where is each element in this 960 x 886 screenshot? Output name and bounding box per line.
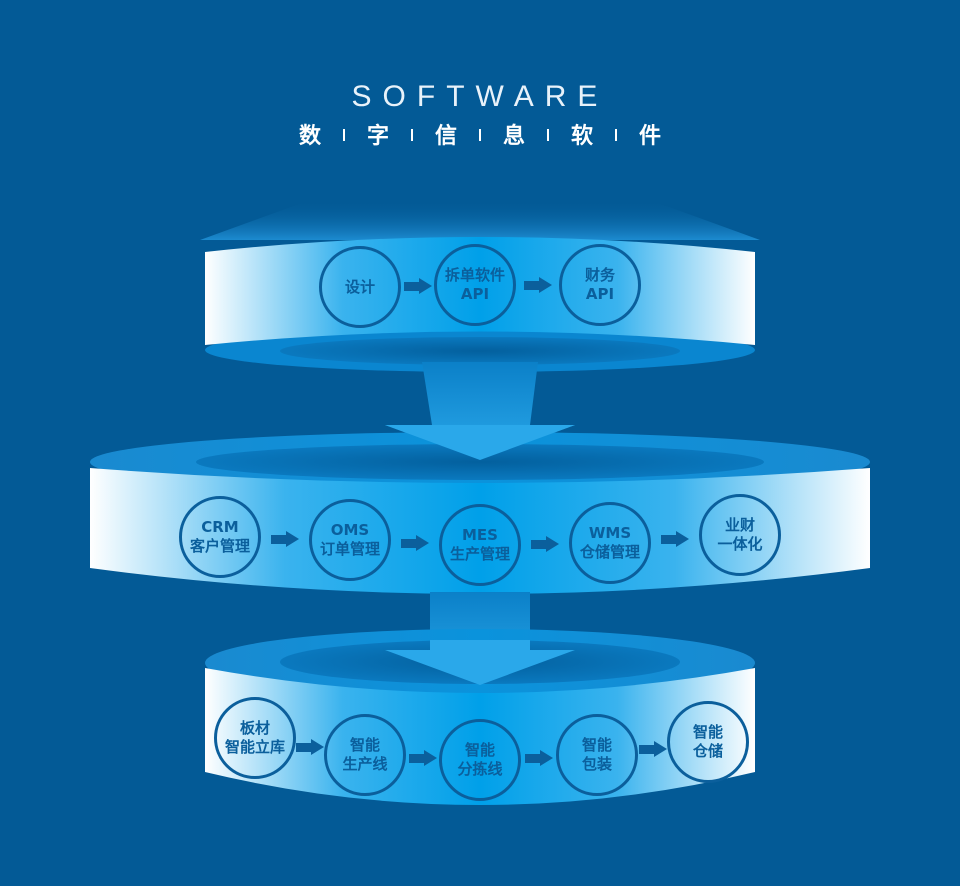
top-glow (200, 200, 760, 240)
node-bottom: 智能生产线 (324, 714, 406, 796)
arrow-right-icon (403, 278, 432, 294)
node-label-line1: 智能 (349, 736, 380, 754)
arrow-right-icon (638, 740, 667, 757)
node-label-line2: API (585, 285, 615, 303)
node-label-line2: 仓储 (692, 742, 723, 760)
node-label-line1: 智能 (464, 741, 495, 759)
node-label-line1: 智能 (581, 736, 612, 754)
node-label-line1: 拆单软件 (444, 266, 505, 284)
title-separator (615, 129, 618, 141)
title-separator (410, 129, 413, 141)
node-label-line1: WMS (588, 524, 632, 542)
node-middle: 业财一体化 (699, 494, 781, 576)
node-label-line1: 板材 (239, 719, 270, 737)
node-label-line1: 设计 (344, 277, 375, 296)
title-english: SOFTWARE (351, 80, 609, 113)
node-label-line2: 仓储管理 (579, 543, 640, 561)
node-label-line1: CRM (201, 518, 239, 536)
title-chinese: 数字信息软件 (0, 118, 960, 150)
node-bottom: 智能仓储 (667, 701, 749, 783)
node-label-line1: 业财 (724, 516, 755, 534)
node-label-line1: 财务 (584, 266, 615, 284)
arrow-right-icon (524, 749, 553, 766)
arrow-right-icon (523, 277, 552, 293)
node-label-line2: 智能立库 (224, 738, 285, 756)
title-char: 字 (366, 124, 389, 149)
node-label-line1: OMS (330, 521, 370, 539)
node-label-line2: 包装 (581, 755, 612, 773)
arrow-right-icon (408, 749, 437, 766)
node-label-line2: API (460, 285, 490, 303)
title-separator (479, 129, 481, 141)
node-label-line1: 智能 (692, 723, 723, 741)
node-label-line2: 订单管理 (319, 540, 380, 558)
node-bottom: 智能包装 (556, 714, 638, 796)
node-label-line2: 分拣线 (457, 760, 503, 778)
arrow-right-icon (271, 530, 299, 547)
arrow-right-icon (401, 534, 429, 551)
node-top: 设计 (319, 246, 401, 328)
arrow-right-icon (296, 738, 324, 755)
node-bottom: 板材智能立库 (214, 697, 296, 779)
arrow-right-icon (661, 531, 689, 547)
node-label-line2: 客户管理 (189, 537, 250, 555)
node-label-line2: 生产线 (342, 755, 388, 773)
node-bottom: 智能分拣线 (439, 719, 521, 801)
title-char: 件 (639, 124, 662, 149)
title-separator (342, 129, 345, 141)
node-label-line1: MES (462, 526, 498, 544)
title-char: 息 (503, 124, 526, 149)
title-separator (547, 129, 550, 141)
title-char: 软 (571, 124, 594, 149)
node-label-line2: 一体化 (717, 535, 763, 553)
title-char: 数 (298, 124, 321, 149)
arrow-right-icon (531, 536, 559, 552)
title-char: 信 (434, 124, 457, 149)
node-label-line2: 生产管理 (449, 545, 510, 563)
